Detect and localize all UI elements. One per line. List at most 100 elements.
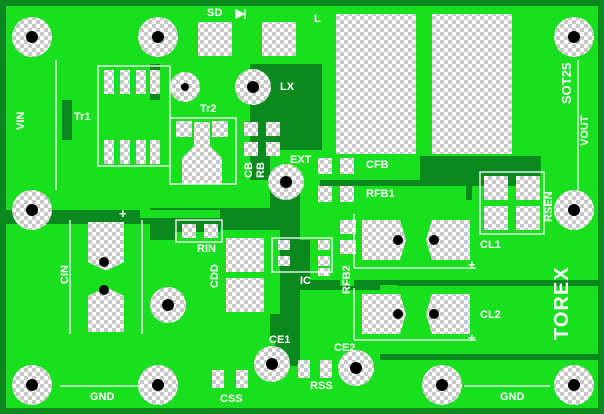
hole-top-right <box>554 17 594 57</box>
pad-cfb-b <box>340 158 354 174</box>
label-plus-cin: + <box>119 206 127 221</box>
mounting-holes <box>12 17 594 405</box>
label-rss: RSS <box>310 380 333 392</box>
pad-tr1-7 <box>136 140 146 164</box>
pad-l-b <box>432 14 512 154</box>
pad-rfb1-a <box>318 186 332 202</box>
rfb2-trace <box>340 240 354 300</box>
pad-rsen-a <box>484 176 508 200</box>
hole-left-mid <box>12 190 52 230</box>
component-pads <box>88 14 540 388</box>
silkscreen <box>55 8 579 387</box>
hole-bottom-right <box>554 365 594 405</box>
pad-tr1-1 <box>104 70 114 94</box>
pad-cdd-b <box>226 278 264 312</box>
label-ce2: CE2 <box>334 342 356 354</box>
label-cdd: CDD <box>209 264 221 288</box>
hole-bottom-left2 <box>138 365 178 405</box>
label-plus-cl2: + <box>468 330 476 345</box>
fb-trace <box>300 180 320 240</box>
silk-ic <box>271 237 333 273</box>
label-plus-cl1: + <box>468 257 476 272</box>
pad-drills <box>99 235 439 319</box>
pad-cl2-b <box>426 294 470 334</box>
pad-rb-b <box>266 142 280 156</box>
test-points <box>150 69 374 386</box>
pad-cl1-b <box>426 220 470 260</box>
pad-rin-b <box>204 224 218 238</box>
pad-cfb-a <box>318 158 332 174</box>
pad-ic-3 <box>318 240 330 250</box>
label-rin: RIN <box>197 243 216 255</box>
pad-cb-b <box>244 142 258 156</box>
pad-sd-b <box>262 22 296 56</box>
vin-strip <box>80 6 120 64</box>
pad-cdd-a <box>226 238 264 272</box>
pad-ic-2 <box>278 256 290 266</box>
label-lx: LX <box>280 81 295 93</box>
label-vout: VOUT <box>579 115 591 146</box>
pad-css-b <box>236 370 248 388</box>
label-l: L <box>314 13 321 25</box>
pad-rsen-b <box>484 206 508 230</box>
pad-cin-a <box>88 222 124 270</box>
pad-cl2-a <box>362 294 406 334</box>
hole-right-mid <box>554 190 594 230</box>
mid-trace <box>150 180 270 208</box>
pad-ic-4 <box>318 256 330 266</box>
label-gnd-left: GND <box>90 391 115 403</box>
pad-rss-b <box>320 360 332 378</box>
tp-ext <box>268 164 304 200</box>
silk-rsen <box>479 171 545 235</box>
pad-rss-a <box>298 360 310 378</box>
pad-tr1-2 <box>120 70 130 94</box>
hole-bottom-left <box>12 365 52 405</box>
pad-tr2-2 <box>212 121 228 137</box>
pad-rin-a <box>182 224 196 238</box>
pad-rb-a <box>266 122 280 136</box>
pad-tr1-3 <box>136 70 146 94</box>
tp-lx <box>235 69 271 105</box>
silk-rin <box>175 219 223 243</box>
label-rsen: RSEN <box>543 191 555 222</box>
label-tr1: Tr1 <box>74 111 91 123</box>
silk-tr1 <box>97 65 171 167</box>
pad-cb-a <box>244 122 258 136</box>
pad-rfb2-a <box>340 220 356 234</box>
pad-ic-1 <box>278 240 290 250</box>
pad-rfb2-b <box>340 240 356 254</box>
label-cb: CB <box>243 162 255 178</box>
pad-tr2-tab <box>182 122 222 184</box>
tp-gnd-left <box>150 287 186 323</box>
gnd-plane-left <box>6 224 270 408</box>
pad-tr2-1 <box>176 121 192 137</box>
pad-sd-a <box>198 22 232 56</box>
label-sot25: SOT25 <box>559 62 574 104</box>
label-ic: IC <box>300 275 311 287</box>
hole-top-mid <box>138 17 178 57</box>
tp-ce2 <box>338 350 374 386</box>
pad-l-a <box>336 14 416 154</box>
pad-rsen-c <box>516 176 540 200</box>
tp-ce1 <box>254 346 290 382</box>
pad-tr1-8 <box>150 140 160 164</box>
label-gnd-right: GND <box>500 391 525 403</box>
label-rb: RB <box>255 162 267 178</box>
pad-cl1-a <box>362 220 406 260</box>
pad-rsen-d <box>516 206 540 230</box>
label-rfb2: RFB2 <box>341 265 353 294</box>
pad-tr1-6 <box>120 140 130 164</box>
label-sd: SD <box>207 7 223 19</box>
hole-bottom-right2 <box>422 365 462 405</box>
label-tr2: Tr2 <box>200 103 217 115</box>
label-rfb1: RFB1 <box>366 188 395 200</box>
pad-rfb1-b <box>340 186 354 202</box>
hole-top-left <box>12 17 52 57</box>
tp-tr1 <box>170 72 200 102</box>
pad-cin-b <box>88 288 124 332</box>
silk-tr2 <box>169 117 237 185</box>
pad-tr1-5 <box>104 140 114 164</box>
label-cl1: CL1 <box>480 239 501 251</box>
